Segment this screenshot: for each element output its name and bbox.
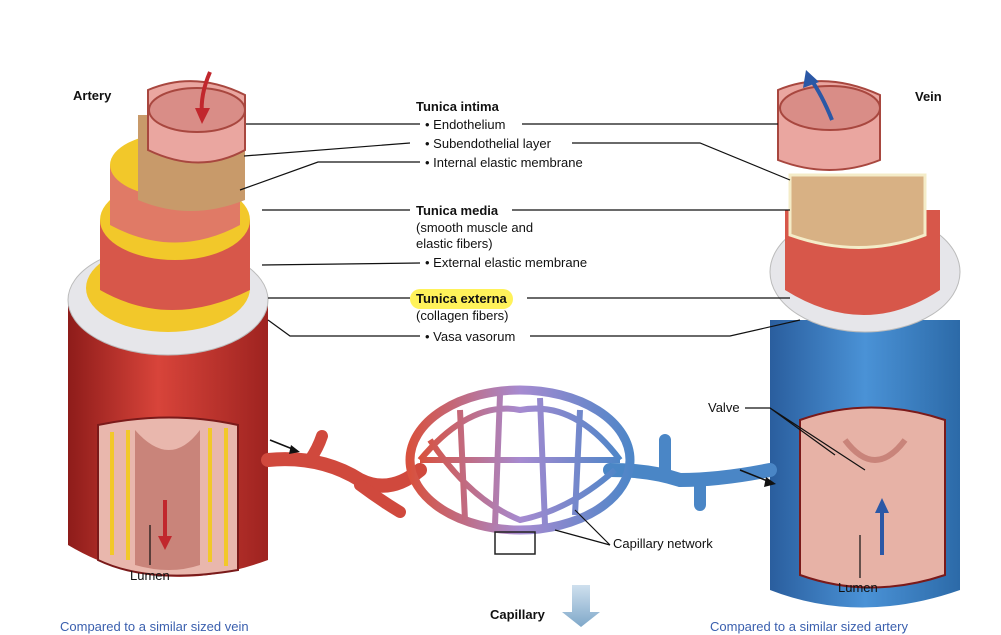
- vein-cutaway: [799, 406, 946, 589]
- tunica-media-desc-2: elastic fibers): [416, 236, 493, 251]
- vein-comparison-caption: Compared to a similar sized artery: [710, 619, 908, 634]
- external-elastic-membrane-label: • External elastic membrane: [425, 255, 588, 270]
- tunica-externa-heading: Tunica externa: [410, 289, 513, 309]
- vein-lumen-label: Lumen: [838, 580, 878, 595]
- tunica-media-heading: Tunica media: [416, 203, 499, 218]
- tunica-intima-heading: Tunica intima: [416, 99, 499, 114]
- leader-lines: [149, 123, 866, 578]
- capillary-network-illustration: [261, 385, 777, 627]
- capillary-network-label: Capillary network: [613, 536, 713, 551]
- endothelium-label: • Endothelium: [425, 117, 506, 132]
- capillary-label: Capillary: [490, 607, 545, 622]
- venule: [603, 463, 777, 488]
- tunica-media-desc-1: (smooth muscle and: [416, 220, 534, 235]
- valve-label: Valve: [708, 400, 740, 415]
- outflow-arrow-icon: [739, 469, 771, 483]
- artery-lumen-label: Lumen: [130, 568, 170, 583]
- vasa-vasorum-label: • Vasa vasorum: [425, 329, 516, 344]
- subendothelial-layer-label: • Subendothelial layer: [425, 136, 551, 151]
- artery-illustration: [67, 80, 269, 577]
- vein-illustration: [769, 80, 961, 608]
- internal-elastic-membrane-label: • Internal elastic membrane: [425, 155, 583, 170]
- flow-arrows: [158, 70, 889, 555]
- tunica-externa-desc: (collagen fibers): [416, 308, 509, 323]
- artery-comparison-caption: Compared to a similar sized vein: [60, 619, 249, 634]
- artery-title: Artery: [73, 88, 112, 103]
- vein-title: Vein: [915, 89, 942, 104]
- capillary-detail-box: [494, 531, 536, 555]
- arteriole: [261, 452, 427, 493]
